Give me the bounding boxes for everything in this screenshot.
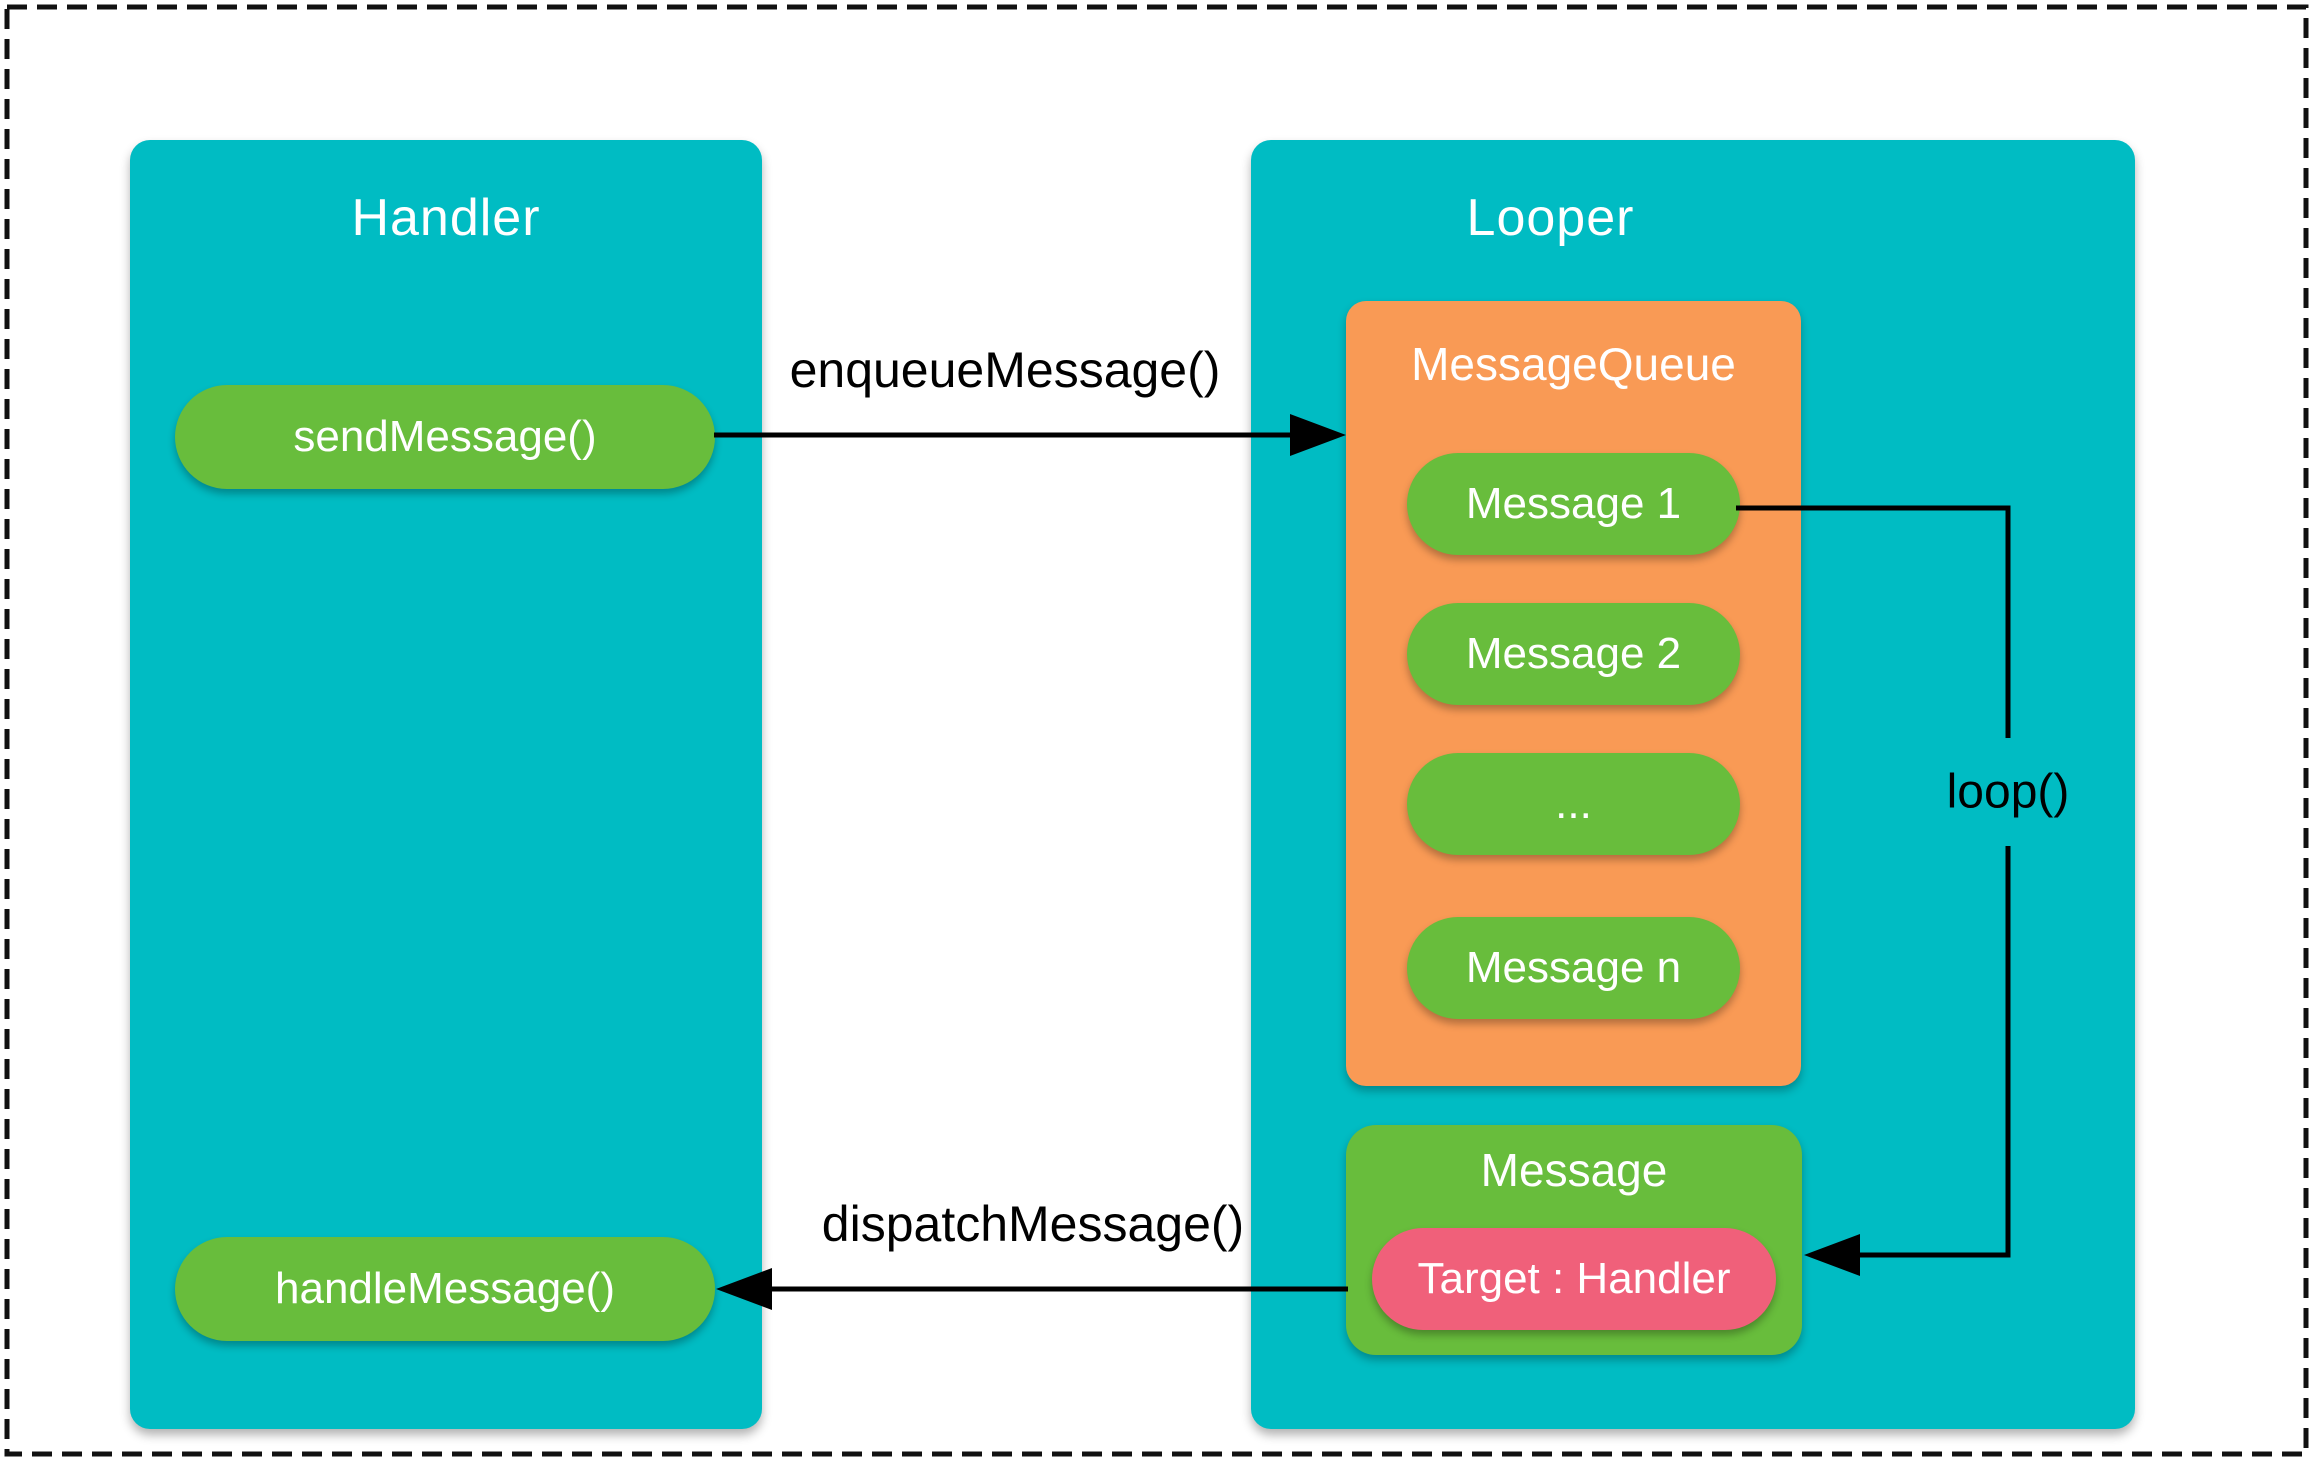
- handler-title: Handler: [351, 189, 541, 247]
- target-handler-pill: Target : Handler: [1372, 1228, 1776, 1330]
- message-n-pill: Message n: [1407, 917, 1740, 1019]
- message-box: Message Target : Handler: [1346, 1125, 1802, 1355]
- loop-label: loop(): [1946, 765, 2070, 819]
- message-box-title: Message: [1480, 1144, 1668, 1196]
- handle-message-label: handleMessage(): [275, 1264, 615, 1313]
- send-message-pill: sendMessage(): [175, 385, 715, 489]
- looper-title: Looper: [1466, 189, 1635, 247]
- enqueue-message-label: enqueueMessage(): [789, 342, 1221, 398]
- message-ellipsis-label: ...: [1555, 779, 1592, 828]
- dispatch-message-label: dispatchMessage(): [821, 1196, 1245, 1252]
- message-1-label: Message 1: [1465, 479, 1682, 528]
- message-queue-box: MessageQueue Message 1 Message 2 ... Mes…: [1346, 301, 1801, 1086]
- message-queue-title: MessageQueue: [1411, 338, 1736, 390]
- message-2-label: Message 2: [1465, 629, 1682, 678]
- message-2-pill: Message 2: [1407, 603, 1740, 705]
- target-handler-label: Target : Handler: [1417, 1254, 1731, 1303]
- message-n-label: Message n: [1465, 943, 1682, 992]
- message-1-pill: Message 1: [1407, 453, 1740, 555]
- looper-box: Looper MessageQueue Message 1 Message 2 …: [1251, 140, 2135, 1429]
- handler-box: Handler sendMessage() handleMessage(): [130, 140, 762, 1429]
- handle-message-pill: handleMessage(): [175, 1237, 715, 1341]
- message-ellipsis-pill: ...: [1407, 753, 1740, 855]
- send-message-label: sendMessage(): [293, 412, 597, 461]
